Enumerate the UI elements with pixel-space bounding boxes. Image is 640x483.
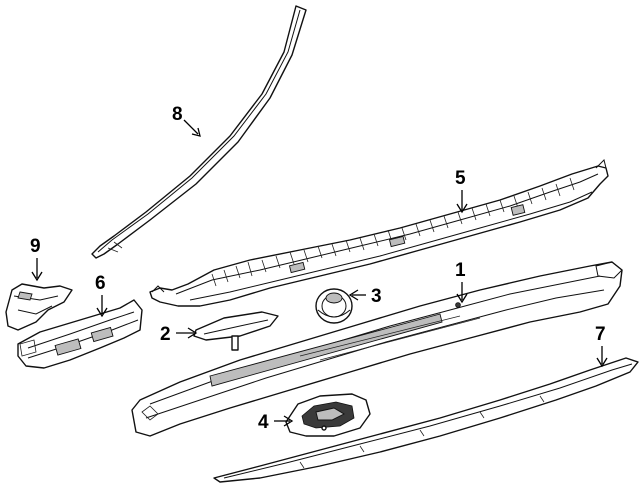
part-6-front-bracket[interactable]	[17, 299, 143, 369]
callout-8: 8	[172, 104, 183, 125]
part-2-jack-pad-cover[interactable]	[193, 311, 279, 351]
callout-7: 7	[595, 324, 606, 345]
callout-1: 1	[455, 260, 466, 281]
callout-9: 9	[30, 236, 41, 257]
part-5-inner-reinforcement[interactable]	[149, 159, 609, 307]
part-1-rocker-panel[interactable]	[131, 261, 623, 437]
callout-4: 4	[258, 412, 269, 433]
callout-6: 6	[95, 273, 106, 294]
callout-2: 2	[160, 324, 171, 345]
callout-3: 3	[371, 286, 382, 307]
part-7-rocker-molding[interactable]	[213, 357, 639, 483]
part-9-small-bracket[interactable]	[5, 283, 73, 331]
part-3-grommet[interactable]	[315, 288, 353, 324]
callout-5: 5	[455, 168, 466, 189]
leader-lines	[31, 119, 608, 427]
part-8-seal-strip[interactable]	[91, 5, 307, 259]
part-4-jack-pad-bracket[interactable]	[285, 393, 371, 437]
